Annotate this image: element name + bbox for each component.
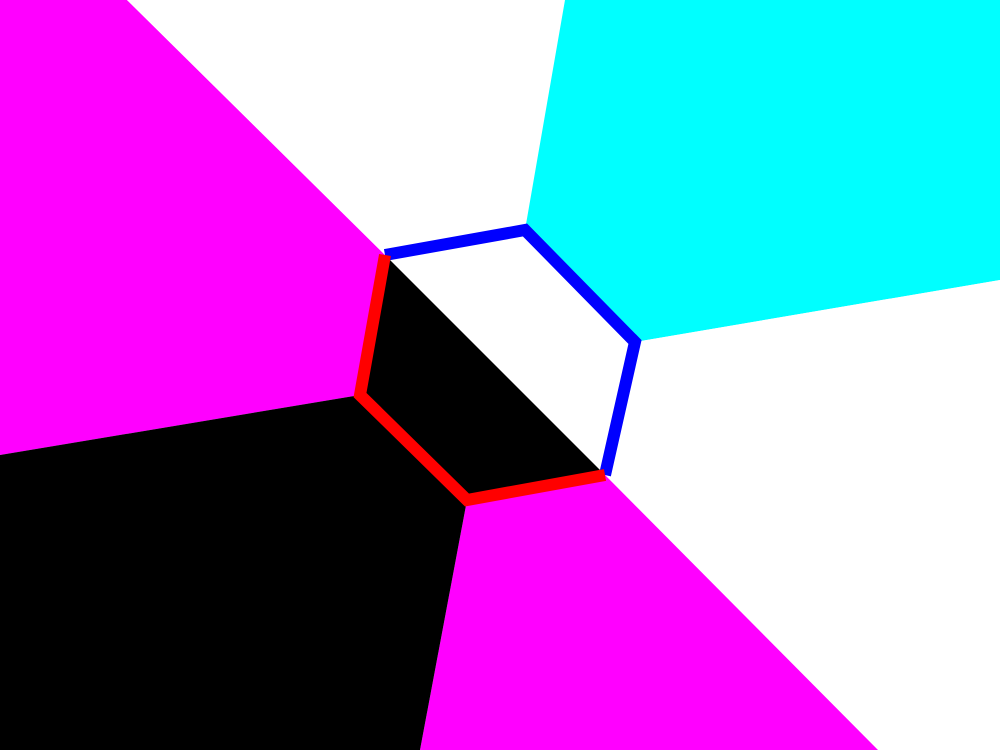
black-sector-lower-left bbox=[0, 395, 467, 750]
cyan-sector-upper-right bbox=[525, 0, 1000, 342]
magenta-sector-lower-right bbox=[420, 475, 878, 750]
magenta-sector-upper-left bbox=[0, 0, 385, 455]
hexagon-blue-outline bbox=[383, 223, 642, 477]
hexagon-white-half bbox=[385, 230, 635, 475]
hexagon-black-half bbox=[360, 255, 605, 500]
white-sector-right bbox=[605, 280, 1000, 750]
white-sector-top bbox=[127, 0, 565, 255]
hexagon-red-outline bbox=[353, 253, 607, 507]
